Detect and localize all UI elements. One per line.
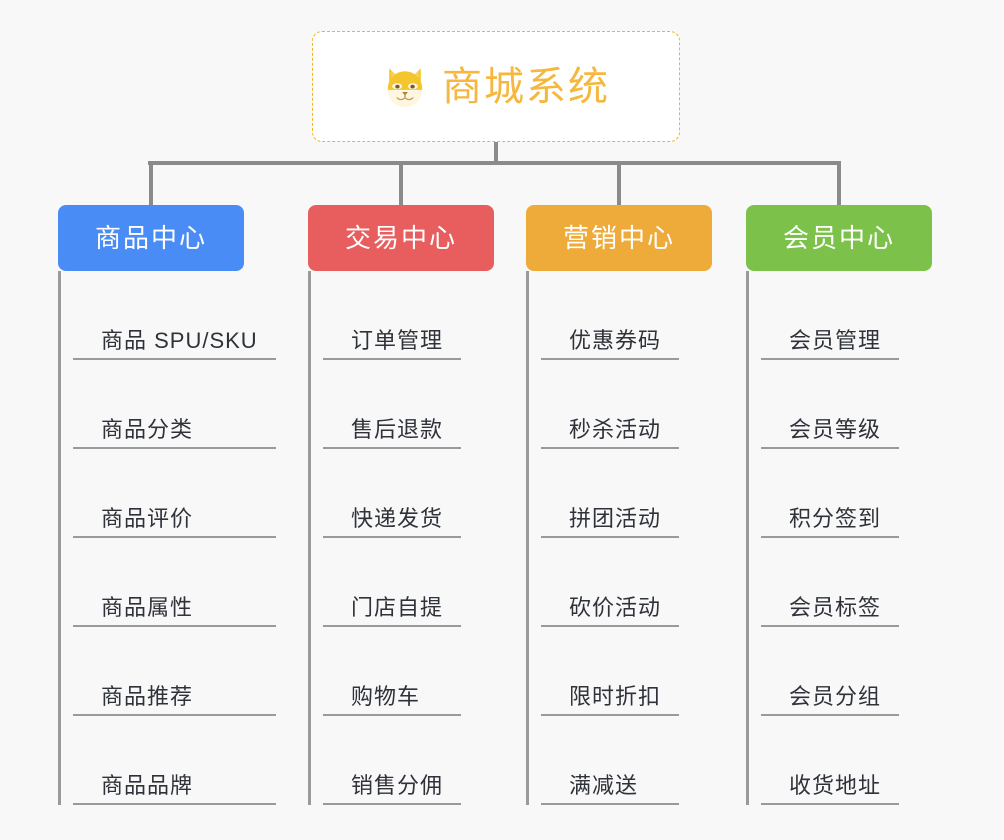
leaf-item[interactable]: 商品属性 bbox=[73, 538, 276, 627]
leaf-label: 订单管理 bbox=[351, 327, 444, 353]
leaf-label: 快递发货 bbox=[351, 505, 444, 531]
leaf-item[interactable]: 订单管理 bbox=[323, 271, 462, 360]
leaf-item[interactable]: 收货地址 bbox=[761, 716, 900, 805]
root-node[interactable]: 商城系统 bbox=[312, 31, 680, 142]
leaf-item[interactable]: 拼团活动 bbox=[541, 449, 680, 538]
leaf-label: 收货地址 bbox=[789, 772, 882, 798]
branch-marketing-center: 营销中心 优惠券码 秒杀活动 拼团活动 砍价活动 限时折扣 满减送 bbox=[526, 205, 712, 805]
leaf-item[interactable]: 会员分组 bbox=[761, 627, 900, 716]
connector-root-stem bbox=[494, 142, 498, 164]
category-header-product-center[interactable]: 商品中心 bbox=[58, 205, 244, 271]
leaf-label: 砍价活动 bbox=[569, 594, 662, 620]
leaf-item[interactable]: 商品品牌 bbox=[73, 716, 276, 805]
leaf-label: 商品 SPU/SKU bbox=[101, 327, 258, 353]
category-header-trade-center[interactable]: 交易中心 bbox=[308, 205, 494, 271]
connector-drop-trade-center bbox=[399, 161, 403, 205]
leaf-label: 销售分佣 bbox=[351, 772, 444, 798]
leaf-item[interactable]: 商品 SPU/SKU bbox=[73, 271, 276, 360]
leaf-label: 会员管理 bbox=[789, 327, 882, 353]
leaf-label: 拼团活动 bbox=[569, 505, 662, 531]
leaf-item[interactable]: 购物车 bbox=[323, 627, 462, 716]
shiba-dog-face-icon bbox=[387, 67, 423, 107]
leaf-item[interactable]: 会员标签 bbox=[761, 538, 900, 627]
leaf-item[interactable]: 会员等级 bbox=[761, 360, 900, 449]
root-title: 商城系统 bbox=[442, 64, 610, 109]
leaf-label: 积分签到 bbox=[789, 505, 882, 531]
leaf-item[interactable]: 商品推荐 bbox=[73, 627, 276, 716]
leaf-label: 会员分组 bbox=[789, 683, 882, 709]
leaf-item[interactable]: 商品评价 bbox=[73, 449, 276, 538]
leaf-label: 优惠券码 bbox=[569, 327, 662, 353]
leaf-item[interactable]: 门店自提 bbox=[323, 538, 462, 627]
leaf-label: 满减送 bbox=[569, 772, 639, 798]
leaf-item[interactable]: 快递发货 bbox=[323, 449, 462, 538]
leaf-item[interactable]: 砍价活动 bbox=[541, 538, 680, 627]
category-label: 营销中心 bbox=[562, 223, 675, 253]
leaf-label: 售后退款 bbox=[351, 416, 444, 442]
leaf-item[interactable]: 满减送 bbox=[541, 716, 680, 805]
connector-drop-marketing-center bbox=[617, 161, 621, 205]
leaf-label: 商品属性 bbox=[101, 594, 194, 620]
leaf-label: 会员标签 bbox=[789, 594, 882, 620]
category-label: 会员中心 bbox=[782, 223, 895, 253]
connector-horizontal-bus bbox=[148, 161, 837, 165]
branch-product-center: 商品中心 商品 SPU/SKU 商品分类 商品评价 商品属性 商品推荐 商品品牌 bbox=[58, 205, 276, 805]
leaf-label: 秒杀活动 bbox=[569, 416, 662, 442]
branch-member-center: 会员中心 会员管理 会员等级 积分签到 会员标签 会员分组 收货地址 bbox=[746, 205, 932, 805]
branch-trade-center: 交易中心 订单管理 售后退款 快递发货 门店自提 购物车 销售分佣 bbox=[308, 205, 494, 805]
category-label: 交易中心 bbox=[344, 223, 457, 253]
category-header-marketing-center[interactable]: 营销中心 bbox=[526, 205, 712, 271]
connector-drop-member-center bbox=[837, 161, 841, 205]
leaf-label: 会员等级 bbox=[789, 416, 882, 442]
leaf-list-product-center: 商品 SPU/SKU 商品分类 商品评价 商品属性 商品推荐 商品品牌 bbox=[58, 271, 276, 805]
leaf-item[interactable]: 商品分类 bbox=[73, 360, 276, 449]
leaf-item[interactable]: 限时折扣 bbox=[541, 627, 680, 716]
leaf-item[interactable]: 售后退款 bbox=[323, 360, 462, 449]
leaf-label: 购物车 bbox=[351, 683, 421, 709]
leaf-item[interactable]: 销售分佣 bbox=[323, 716, 462, 805]
category-label: 商品中心 bbox=[94, 223, 207, 253]
leaf-label: 商品推荐 bbox=[101, 683, 194, 709]
leaf-list-member-center: 会员管理 会员等级 积分签到 会员标签 会员分组 收货地址 bbox=[746, 271, 900, 805]
leaf-item[interactable]: 优惠券码 bbox=[541, 271, 680, 360]
leaf-label: 门店自提 bbox=[351, 594, 444, 620]
leaf-list-marketing-center: 优惠券码 秒杀活动 拼团活动 砍价活动 限时折扣 满减送 bbox=[526, 271, 680, 805]
leaf-list-trade-center: 订单管理 售后退款 快递发货 门店自提 购物车 销售分佣 bbox=[308, 271, 462, 805]
category-header-member-center[interactable]: 会员中心 bbox=[746, 205, 932, 271]
leaf-label: 限时折扣 bbox=[569, 683, 662, 709]
leaf-item[interactable]: 秒杀活动 bbox=[541, 360, 680, 449]
leaf-label: 商品品牌 bbox=[101, 772, 194, 798]
leaf-label: 商品评价 bbox=[101, 505, 194, 531]
leaf-label: 商品分类 bbox=[101, 416, 194, 442]
leaf-item[interactable]: 积分签到 bbox=[761, 449, 900, 538]
leaf-item[interactable]: 会员管理 bbox=[761, 271, 900, 360]
connector-drop-product-center bbox=[149, 161, 153, 205]
